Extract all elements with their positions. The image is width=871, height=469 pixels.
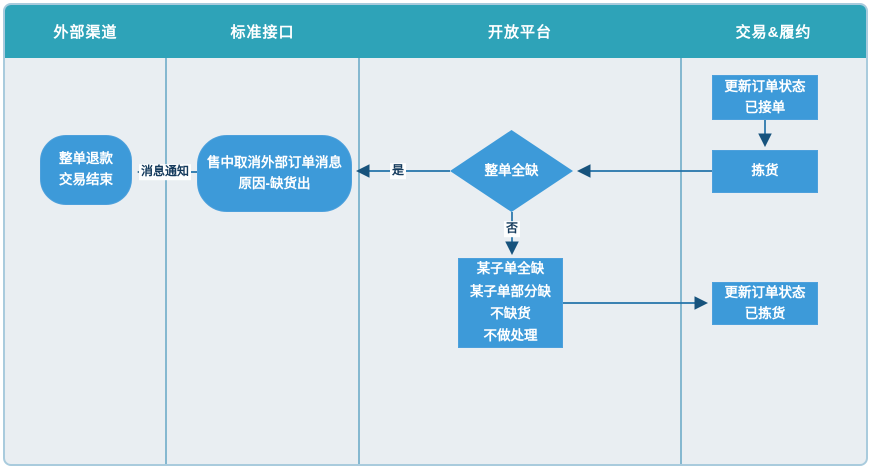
lane-divider-3	[680, 58, 682, 464]
node-update-status-picked: 更新订单状态 已拣货	[712, 282, 818, 325]
node-full-shortage-decision: 整单全缺	[450, 130, 573, 212]
edge-label-yes: 是	[389, 163, 407, 179]
lane-divider-1	[165, 58, 167, 464]
edge-label-no: 否	[503, 221, 521, 237]
node-update-status-accepted: 更新订单状态 已接单	[712, 75, 818, 120]
lane-title-trade-fulfillment: 交易&履约	[735, 24, 812, 41]
node-refund-end: 整单退款 交易结束	[40, 135, 132, 205]
node-partial-shortage: 某子单全缺 某子单部分缺 不缺货 不做处理	[458, 258, 563, 348]
lane-title-external-channel: 外部渠道	[53, 24, 118, 41]
swimlane-header: 外部渠道 标准接口 开放平台 交易&履约	[5, 5, 866, 58]
edge-label-notify: 消息通知	[138, 164, 192, 180]
swimlane-diagram: 外部渠道 标准接口 开放平台 交易&履约 整单退款 交易结束	[3, 3, 868, 466]
lane-divider-2	[358, 58, 360, 464]
node-picking: 拣货	[712, 150, 818, 193]
lane-title-open-platform: 开放平台	[487, 24, 552, 41]
node-cancel-message: 售中取消外部订单消息 原因-缺货出	[197, 135, 352, 212]
connector-lines	[136, 120, 772, 310]
lane-title-standard-interface: 标准接口	[230, 24, 295, 41]
